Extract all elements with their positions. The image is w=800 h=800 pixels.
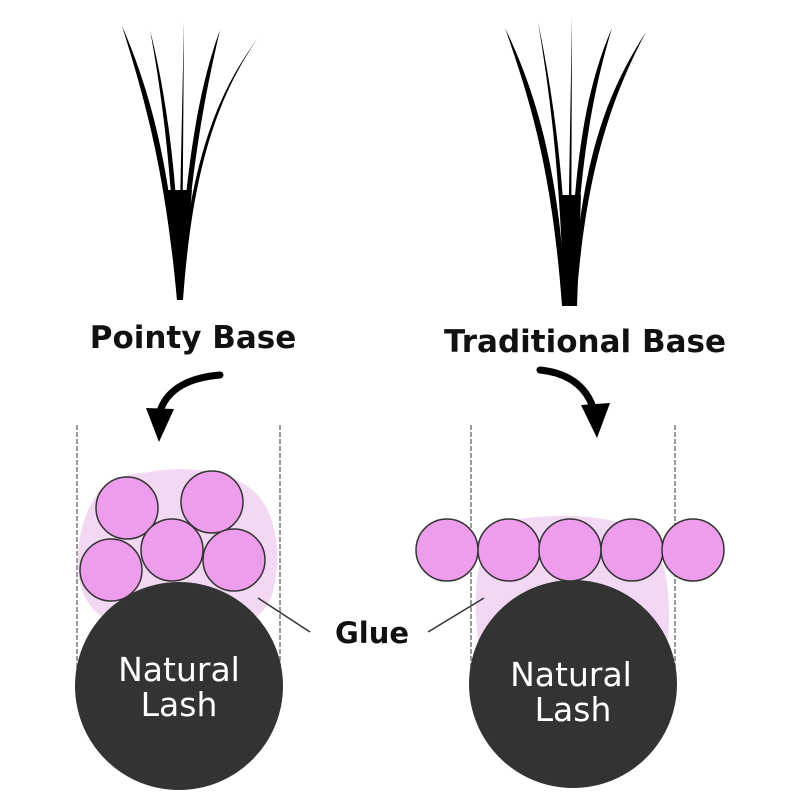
left-fiber-cluster — [79, 470, 266, 602]
traditional-fan-lash — [505, 16, 646, 306]
right-title: Traditional Base — [444, 324, 726, 360]
glue-leader-right — [427, 597, 485, 633]
fiber — [95, 476, 159, 540]
left-title: Pointy Base — [90, 320, 297, 356]
curved-arrow-down-left-head — [146, 408, 174, 442]
right-fiber-row — [415, 518, 725, 582]
right-natural-lash — [469, 580, 677, 788]
fiber — [180, 470, 244, 534]
glue-label: Glue — [335, 616, 409, 650]
left-natural-lash-label-2: Lash — [141, 685, 218, 724]
glue-leader-left — [257, 597, 311, 633]
fiber — [79, 538, 143, 602]
fiber — [477, 518, 541, 582]
fiber — [538, 518, 602, 582]
curved-arrow-down-right-head — [581, 403, 610, 438]
fiber — [202, 528, 266, 592]
fiber — [140, 518, 204, 582]
fiber — [661, 518, 725, 582]
fiber — [415, 518, 479, 582]
pointy-fan-lash — [122, 20, 258, 300]
fiber — [600, 518, 664, 582]
left-natural-lash — [75, 582, 283, 790]
right-natural-lash-label-2: Lash — [535, 690, 612, 729]
right-natural-lash-label-1: Natural — [510, 655, 632, 694]
left-natural-lash-label-1: Natural — [118, 650, 240, 689]
